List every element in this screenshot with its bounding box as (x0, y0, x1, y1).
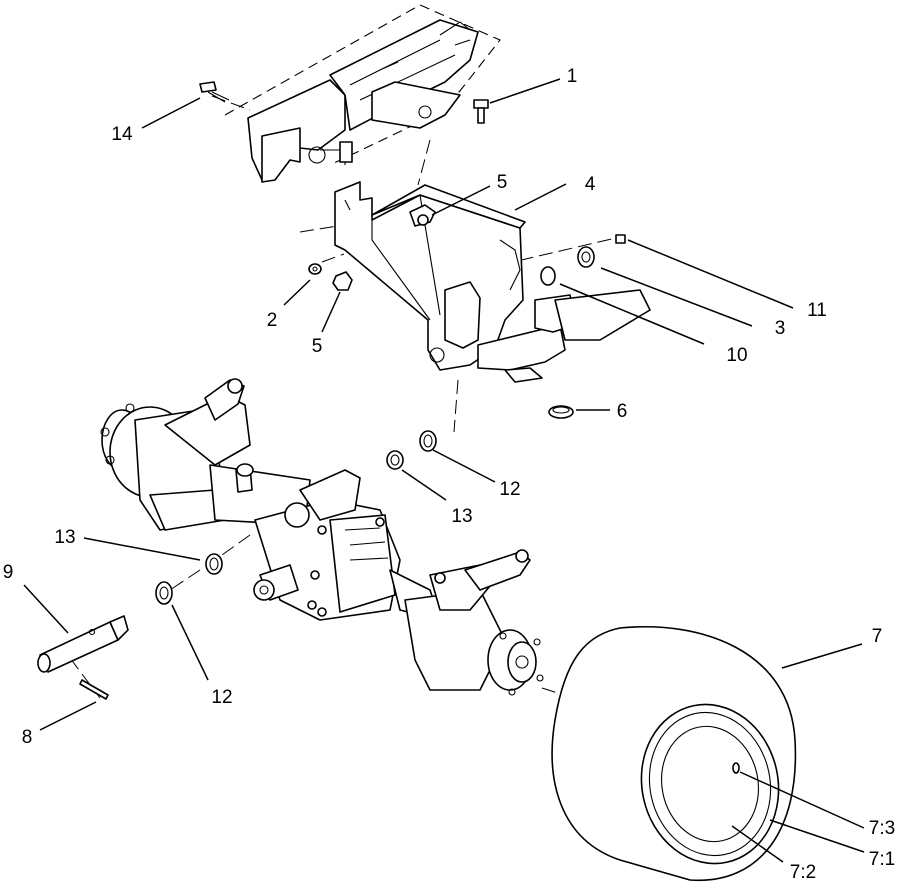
fasteners (155, 234, 626, 605)
callout-6: 6 (617, 401, 628, 422)
bolt-1 (473, 99, 489, 124)
callout-12-upper: 12 (499, 479, 520, 500)
callout-13-lower: 13 (54, 527, 75, 548)
callout-12-lower: 12 (211, 687, 232, 708)
callout-10: 10 (726, 345, 747, 366)
callout-5-bottom: 5 (312, 336, 323, 357)
callout-7-3: 7:3 (869, 818, 895, 839)
callout-8: 8 (22, 727, 33, 748)
callout-14: 14 (111, 124, 133, 145)
callout-4: 4 (585, 174, 596, 195)
wheel-tire (551, 625, 797, 882)
callout-2: 2 (267, 310, 278, 331)
callout-7-2: 7:2 (790, 862, 816, 883)
mount-bracket (334, 181, 651, 383)
frame-mount (224, 4, 501, 183)
callout-1: 1 (567, 66, 578, 87)
callout-5-top: 5 (497, 172, 508, 193)
bolt-14 (199, 81, 230, 103)
callout-11: 11 (807, 300, 827, 321)
pivot-pin (37, 615, 129, 673)
callout-7-1: 7:1 (869, 849, 895, 870)
callout-labels: 1 2 3 4 5 5 6 7 7:1 7:2 7:3 8 9 10 11 12… (3, 66, 896, 883)
leader-lines (23, 78, 865, 863)
roll-pin (79, 679, 109, 700)
callout-3: 3 (775, 318, 786, 339)
axle-assembly (100, 378, 544, 696)
callout-9: 9 (3, 562, 14, 583)
callout-13-upper: 13 (451, 506, 472, 527)
callout-7: 7 (872, 626, 883, 647)
